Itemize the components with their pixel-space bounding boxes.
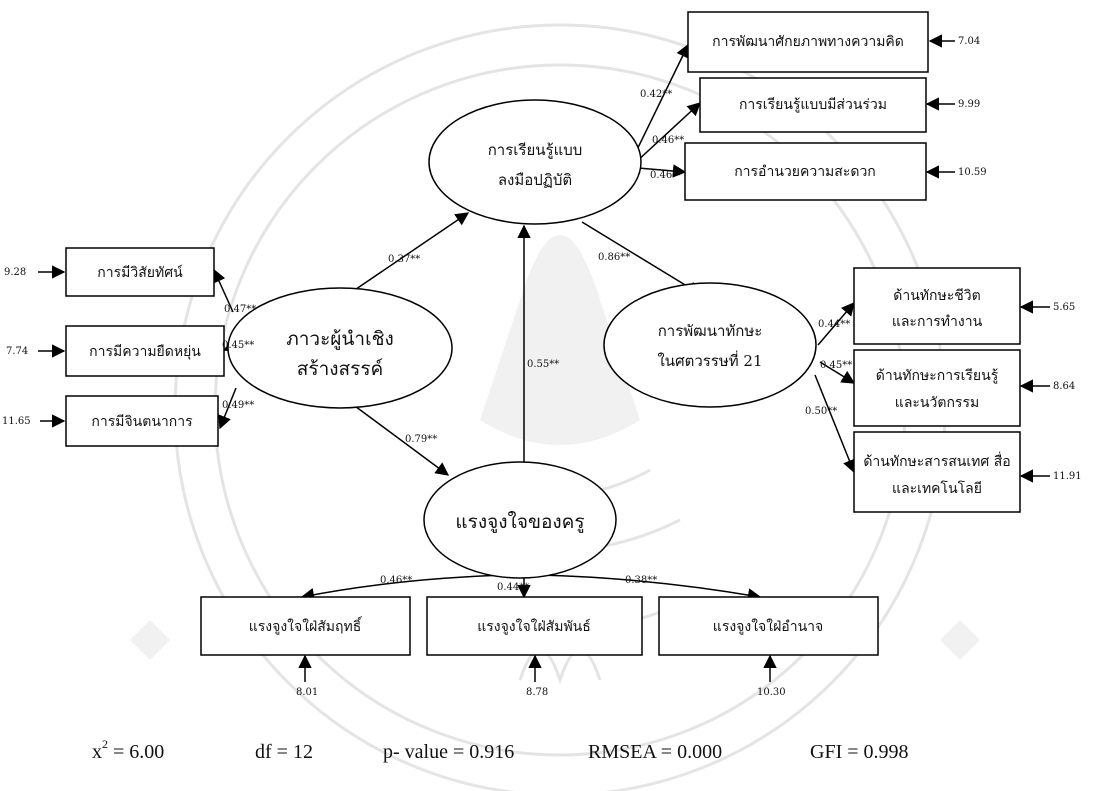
error-life-work: 5.65	[1053, 302, 1075, 313]
latent-skills21: การพัฒนาทักษะ ในศตวรรษที่ 21	[603, 282, 817, 408]
error-imagination: 11.65	[2, 416, 31, 427]
svg-text:ลงมือปฏิบัติ: ลงมือปฏิบัติ	[498, 171, 572, 189]
box-affiliation: แรงจูงใจใฝ่สัมพันธ์	[426, 596, 643, 656]
box-achievement: แรงจูงใจใฝ่สัมฤทธิ์	[200, 596, 411, 656]
svg-text:แรงจูงใจใฝ่สัมฤทธิ์: แรงจูงใจใฝ่สัมฤทธิ์	[249, 616, 363, 635]
error-power: 10.30	[757, 687, 786, 698]
error-flexibility: 7.74	[6, 346, 28, 357]
svg-text:การพัฒนาศักยภาพทางความคิด: การพัฒนาศักยภาพทางความคิด	[712, 34, 904, 50]
path-leadership-to-vision	[212, 268, 234, 313]
svg-text:ในศตวรรษที่ 21: ในศตวรรษที่ 21	[657, 350, 762, 370]
box-imagination: การมีจินตนาการ	[65, 395, 219, 447]
svg-text:แรงจูงใจใฝ่สัมพันธ์: แรงจูงใจใฝ่สัมพันธ์	[477, 618, 591, 635]
svg-text:แรงจูงใจของครู: แรงจูงใจของครู	[455, 511, 584, 533]
path-motivation-to-power	[539, 574, 762, 602]
path-skills-to-life-work	[817, 301, 855, 346]
svg-text:การมีจินตนาการ: การมีจินตนาการ	[91, 414, 193, 430]
error-affiliation: 8.78	[526, 687, 548, 698]
box-facilitation: การอำนวยความสะดวก	[684, 142, 927, 201]
error-thinking: 7.04	[958, 36, 980, 47]
coef-facilitation: 0.46**	[650, 170, 682, 181]
coef-life-work: 0.44**	[818, 319, 850, 330]
fit-rmsea: RMSEA = 0.000	[588, 741, 722, 763]
coef-lead-to-active: 0.37**	[388, 254, 420, 265]
svg-text:การอำนวยความสะดวก: การอำนวยความสะดวก	[734, 164, 876, 180]
path-active-to-thinking	[631, 43, 689, 161]
coef-active-to-skills: 0.86**	[598, 252, 630, 263]
fit-df: df = 12	[255, 741, 313, 763]
path-skills-to-learning-innov	[819, 361, 856, 384]
error-info-media: 11.91	[1053, 471, 1082, 482]
coef-flexibility: 0.45**	[222, 340, 254, 351]
svg-text:การมีความยืดหยุ่น: การมีความยืดหยุ่น	[89, 344, 201, 360]
box-vision: การมีวิสัยทัศน์	[65, 247, 215, 297]
path-skills-to-info-media	[814, 374, 856, 474]
svg-text:และการทำงาน: และการทำงาน	[892, 314, 983, 330]
box-flexibility: การมีความยืดหยุ่น	[65, 325, 225, 377]
box-learning-innov: ด้านทักษะการเรียนรู้ และนวัตกรรม	[853, 349, 1021, 427]
svg-text:ด้านทักษะสารสนเทศ สื่อ: ด้านทักษะสารสนเทศ สื่อ	[863, 452, 1010, 470]
coef-learning-innov: 0.45**	[820, 360, 852, 371]
svg-text:ด้านทักษะการเรียนรู้: ด้านทักษะการเรียนรู้	[876, 368, 999, 384]
svg-text:การมีวิสัยทัศน์: การมีวิสัยทัศน์	[97, 264, 183, 281]
svg-text:แรงจูงใจใฝ่อำนาจ: แรงจูงใจใฝ่อำนาจ	[713, 618, 823, 635]
coef-affiliation: 0.44**	[497, 582, 529, 593]
fit-statistics: x2 = 6.00 df = 12 p- value = 0.916 RMSEA…	[92, 737, 909, 763]
coef-lead-to-motiv: 0.79**	[405, 434, 437, 445]
path-active-learning-to-skills21	[581, 221, 702, 295]
box-info-media: ด้านทักษะสารสนเทศ สื่อ และเทคโนโลยี	[853, 431, 1021, 513]
coef-info-media: 0.50**	[805, 406, 837, 417]
svg-text:สร้างสรรค์: สร้างสรรค์	[297, 358, 383, 380]
error-vision: 9.28	[4, 267, 26, 278]
svg-text:การพัฒนาทักษะ: การพัฒนาทักษะ	[658, 322, 763, 340]
path-leadership-to-imagination	[218, 387, 237, 430]
fit-p-value: p- value = 0.916	[383, 741, 514, 763]
svg-text:และนวัตกรรม: และนวัตกรรม	[895, 395, 979, 411]
svg-text:การเรียนรู้แบบ: การเรียนรู้แบบ	[488, 141, 583, 159]
coef-vision: 0.47**	[224, 304, 256, 315]
error-participative: 9.99	[958, 99, 980, 110]
svg-text:และเทคโนโลยี: และเทคโนโลยี	[892, 480, 982, 497]
error-learning-innov: 8.64	[1053, 381, 1075, 392]
latent-leadership: ภาวะผู้นำเชิง สร้างสรรค์	[227, 287, 453, 409]
latent-motivation: แรงจูงใจของครู	[423, 461, 617, 579]
box-power: แรงจูงใจใฝ่อำนาจ	[658, 596, 879, 656]
svg-text:ภาวะผู้นำเชิง: ภาวะผู้นำเชิง	[286, 328, 394, 350]
coef-imagination: 0.49**	[222, 400, 254, 411]
latent-active-learning: การเรียนรู้แบบ ลงมือปฏิบัติ	[428, 99, 642, 225]
path-leadership-to-active-learning	[339, 212, 470, 301]
coef-power: 0.38**	[625, 575, 657, 586]
box-participative: การเรียนรู้แบบมีส่วนร่วม	[699, 77, 927, 133]
path-active-to-participative	[634, 102, 701, 164]
error-facilitation: 10.59	[958, 167, 987, 178]
box-life-work: ด้านทักษะชีวิต และการทำงาน	[853, 267, 1021, 345]
path-leadership-to-motivation	[339, 394, 450, 476]
fit-chi-square: x2 = 6.00	[92, 737, 164, 763]
coef-participative: 0.46**	[652, 135, 684, 146]
coef-achievement: 0.46**	[380, 575, 412, 586]
error-achievement: 8.01	[296, 687, 318, 698]
box-thinking: การพัฒนาศักยภาพทางความคิด	[687, 11, 929, 73]
coef-thinking: 0.42**	[640, 89, 672, 100]
fit-gfi: GFI = 0.998	[810, 741, 909, 763]
svg-text:ด้านทักษะชีวิต: ด้านทักษะชีวิต	[893, 288, 980, 304]
path-active-to-facilitation	[637, 164, 687, 178]
svg-text:การเรียนรู้แบบมีส่วนร่วม: การเรียนรู้แบบมีส่วนร่วม	[739, 97, 887, 113]
coef-motiv-to-active: 0.55**	[527, 359, 559, 370]
path-motivation-to-achievement	[300, 574, 511, 602]
